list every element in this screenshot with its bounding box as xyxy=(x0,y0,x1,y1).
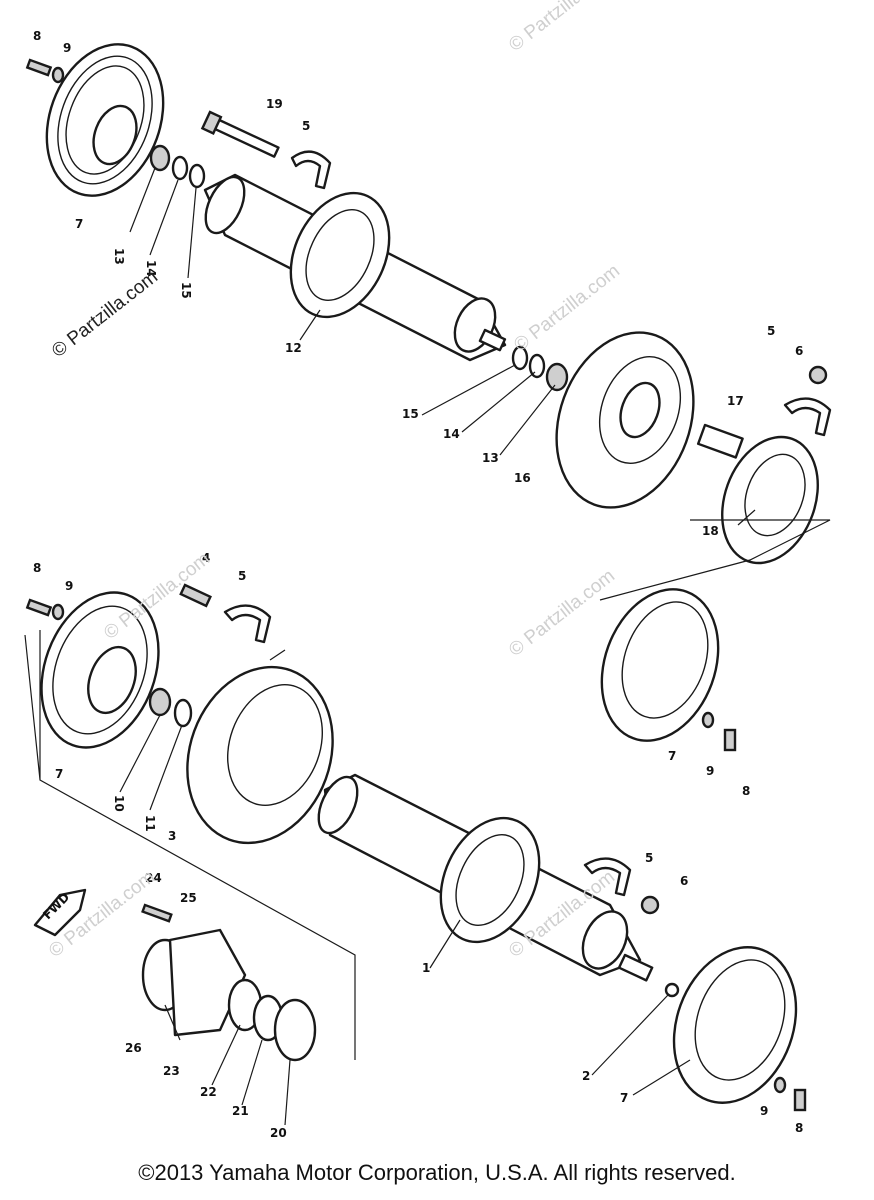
callout: 1 xyxy=(422,961,430,975)
bolt-4 xyxy=(179,583,212,608)
washer-bottom-right xyxy=(773,1076,787,1094)
sprocket-lower xyxy=(186,665,334,845)
callout: 13 xyxy=(482,451,499,465)
clip-upper xyxy=(290,150,332,190)
clip-upper-right xyxy=(783,397,832,437)
callout: 7 xyxy=(75,217,83,231)
callout: 7 xyxy=(620,1091,628,1105)
callout: 6 xyxy=(680,874,688,888)
callout: 17 xyxy=(727,394,744,408)
leader-lines xyxy=(119,167,756,1126)
callout: 4 xyxy=(202,551,210,565)
bolt-mid-right xyxy=(723,728,737,752)
callout: 9 xyxy=(760,1104,768,1118)
watermark-faint: © Partzilla.com xyxy=(505,566,619,661)
bolt-lower-left xyxy=(25,598,65,621)
callout: 2 xyxy=(582,1069,590,1083)
callout: 24 xyxy=(145,871,162,885)
callout: 21 xyxy=(232,1104,249,1118)
callout: 5 xyxy=(238,569,246,583)
fwd-arrow xyxy=(33,888,87,937)
callout: 18 xyxy=(702,524,719,538)
wheel-bottom-right xyxy=(672,946,798,1104)
callout: 5 xyxy=(302,119,310,133)
callout-labels: 8 9 7 13 14 15 19 5 12 15 14 13 16 17 5 … xyxy=(33,29,803,1140)
bolt-top-left xyxy=(25,58,65,84)
callout: 8 xyxy=(742,784,750,798)
callout: 23 xyxy=(163,1064,180,1078)
callout: 5 xyxy=(645,851,653,865)
callout: 5 xyxy=(767,324,775,338)
callout: 9 xyxy=(706,764,714,778)
callout: 25 xyxy=(180,891,197,905)
nut-lower-right xyxy=(640,895,660,915)
callout: 8 xyxy=(795,1121,803,1135)
wheel-mid-right xyxy=(600,588,720,742)
copyright-notice: ©2013 Yamaha Motor Corporation, U.S.A. A… xyxy=(138,1160,736,1185)
callout: 20 xyxy=(270,1126,287,1140)
callout: 3 xyxy=(168,829,176,843)
nut-upper-right xyxy=(808,365,828,385)
callout: 15 xyxy=(179,282,193,299)
callout: 10 xyxy=(112,795,126,812)
callout: 7 xyxy=(55,767,63,781)
pin-2 xyxy=(664,982,680,998)
washer-mid-right xyxy=(701,711,715,729)
callout: 13 xyxy=(112,248,126,265)
upper-axle-shaft xyxy=(203,173,507,362)
callout: 19 xyxy=(266,97,283,111)
callout: 8 xyxy=(33,29,41,43)
callout: 8 xyxy=(33,561,41,575)
spacer-17 xyxy=(696,423,744,459)
callout: 9 xyxy=(63,41,71,55)
bearings-upper-left xyxy=(149,144,206,189)
wheel-top-left xyxy=(45,43,165,197)
watermark-faint: © Partzilla.com xyxy=(505,0,619,56)
group-bracket-lower xyxy=(24,630,356,1060)
bearing-10 xyxy=(148,687,172,717)
ring-11 xyxy=(173,698,193,728)
callout: 6 xyxy=(795,344,803,358)
watermark-side: © Partzilla.com xyxy=(48,267,162,362)
callout: 7 xyxy=(668,749,676,763)
group-bracket-upper xyxy=(599,519,831,601)
long-bolt-19 xyxy=(200,110,280,158)
callout: 12 xyxy=(285,341,302,355)
callout: 22 xyxy=(200,1085,217,1099)
clip-lower-right xyxy=(583,857,632,897)
callout: 15 xyxy=(402,407,419,421)
callout: 9 xyxy=(65,579,73,593)
callout: 14 xyxy=(443,427,460,441)
callout: 26 xyxy=(125,1041,142,1055)
exploded-parts-diagram: 8 9 7 13 14 15 19 5 12 15 14 13 16 17 5 … xyxy=(24,0,832,1140)
lower-axle-shaft xyxy=(317,773,654,982)
callout: 11 xyxy=(143,815,157,832)
bearing-housing-group xyxy=(141,903,317,1062)
wheel-lower-left xyxy=(40,591,160,749)
callout: 16 xyxy=(514,471,531,485)
bolt-bottom-right xyxy=(793,1088,807,1112)
callout: 14 xyxy=(144,260,158,277)
sprocket-upper xyxy=(555,331,695,509)
clip-lower-left xyxy=(223,604,272,644)
bearings-upper-right xyxy=(511,345,569,392)
